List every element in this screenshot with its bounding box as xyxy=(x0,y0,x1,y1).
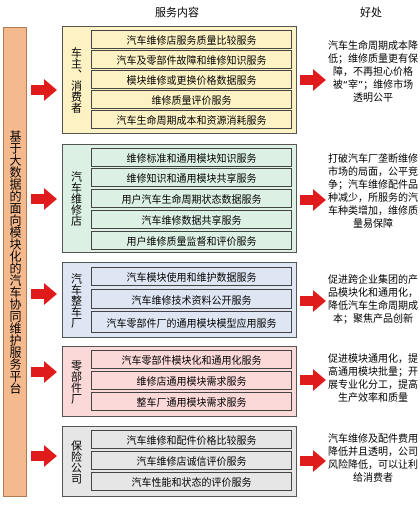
platform-to-group-arrow xyxy=(31,283,57,305)
service-item: 汽车维修和配件价格比较服务 xyxy=(91,430,292,449)
platform-to-group-arrow xyxy=(31,361,57,383)
benefit-text: 促进跨企业集团的产品模块化和通用化，降低汽车生命周期成本；聚焦产品创新 xyxy=(328,275,418,325)
service-content-header: 服务内容 xyxy=(155,6,199,19)
group-label: 零部件厂 xyxy=(69,359,83,404)
platform-box: 基于大数据的面向模块化的汽车协同维护服务平台 xyxy=(3,27,27,497)
group-car-makers: 汽车整车厂 汽车模块使用和维护数据服务 汽车维修技术资料公开服务 汽车零部件厂的… xyxy=(62,262,297,338)
group-label: 汽车整车厂 xyxy=(69,272,83,328)
group-to-benefit-arrow xyxy=(300,189,326,211)
service-item: 汽车维修技术资料公开服务 xyxy=(91,289,292,309)
platform-to-group-arrow xyxy=(31,188,57,210)
service-item: 模块维修或更换价格数据服务 xyxy=(91,70,292,89)
service-item: 汽车零部件模块化和通用化服务 xyxy=(91,350,292,369)
service-item: 维修店通用模块需求服务 xyxy=(91,371,292,390)
service-item: 汽车生命周期成本和资源消耗服务 xyxy=(91,110,292,129)
service-item: 汽车维修店服务质量比较服务 xyxy=(91,30,292,49)
group-car-owners: 车主、消费者 汽车维修店服务质量比较服务 汽车及零部件故障和维修知识服务 模块维… xyxy=(62,26,297,134)
group-to-benefit-arrow xyxy=(300,290,326,312)
group-parts-makers: 零部件厂 汽车零部件模块化和通用化服务 维修店通用模块需求服务 整车厂通用模块需… xyxy=(62,346,297,417)
service-item: 汽车性能和状态的评价服务 xyxy=(91,472,292,491)
benefit-header: 好处 xyxy=(360,6,382,19)
group-label: 车主、消费者 xyxy=(69,47,83,113)
platform-to-group-arrow xyxy=(31,79,57,101)
benefit-text: 汽车生命周期成本降低；维修质量更有保障，不再担心价格被“宰”；维修市场透明公平 xyxy=(328,41,418,104)
group-to-benefit-arrow xyxy=(300,450,326,472)
platform-label: 基于大数据的面向模块化的汽车协同维护服务平台 xyxy=(8,130,22,394)
benefit-text: 打破汽车厂垄断维修市场的局面，公平竞争；汽车维修配件品种减少，所服务的汽车种类增… xyxy=(328,154,418,230)
service-item: 汽车及零部件故障和维修知识服务 xyxy=(91,50,292,69)
benefit-text: 促进模块通用化，提高通用模块批量；开展专业化分工，提高生产效率和质量 xyxy=(328,354,418,404)
service-item: 汽车零部件厂的通用模块模型应用服务 xyxy=(91,311,292,333)
group-label: 汽车维修店 xyxy=(69,171,83,226)
service-item: 维修标准和通用模块知识服务 xyxy=(91,148,292,167)
group-repair-shops: 汽车维修店 维修标准和通用模块知识服务 维修知识和通用模块共享服务 用户汽车生命… xyxy=(62,144,297,253)
service-item: 整车厂通用模块需求服务 xyxy=(91,392,292,411)
platform-to-group-arrow xyxy=(31,445,57,467)
group-to-benefit-arrow xyxy=(300,69,326,91)
service-item: 用户汽车生命周期状态数据服务 xyxy=(91,189,292,208)
service-item: 汽车维修数据共享服务 xyxy=(91,210,292,229)
service-item: 汽车维修店诚信评价服务 xyxy=(91,451,292,470)
service-item: 汽车模块使用和维护数据服务 xyxy=(91,267,292,286)
service-item: 用户维修质量监督和评价服务 xyxy=(91,231,292,250)
service-item: 维修知识和通用模块共享服务 xyxy=(91,168,292,187)
group-label: 保险公司 xyxy=(69,439,83,484)
group-to-benefit-arrow xyxy=(300,369,326,391)
service-item: 维修质量评价服务 xyxy=(91,90,292,109)
benefit-text: 汽车维修及配件费用降低并且透明，公司风险降低，可以让利给消费者 xyxy=(328,434,418,484)
group-insurers: 保险公司 汽车维修和配件价格比较服务 汽车维修店诚信评价服务 汽车性能和状态的评… xyxy=(62,426,297,497)
